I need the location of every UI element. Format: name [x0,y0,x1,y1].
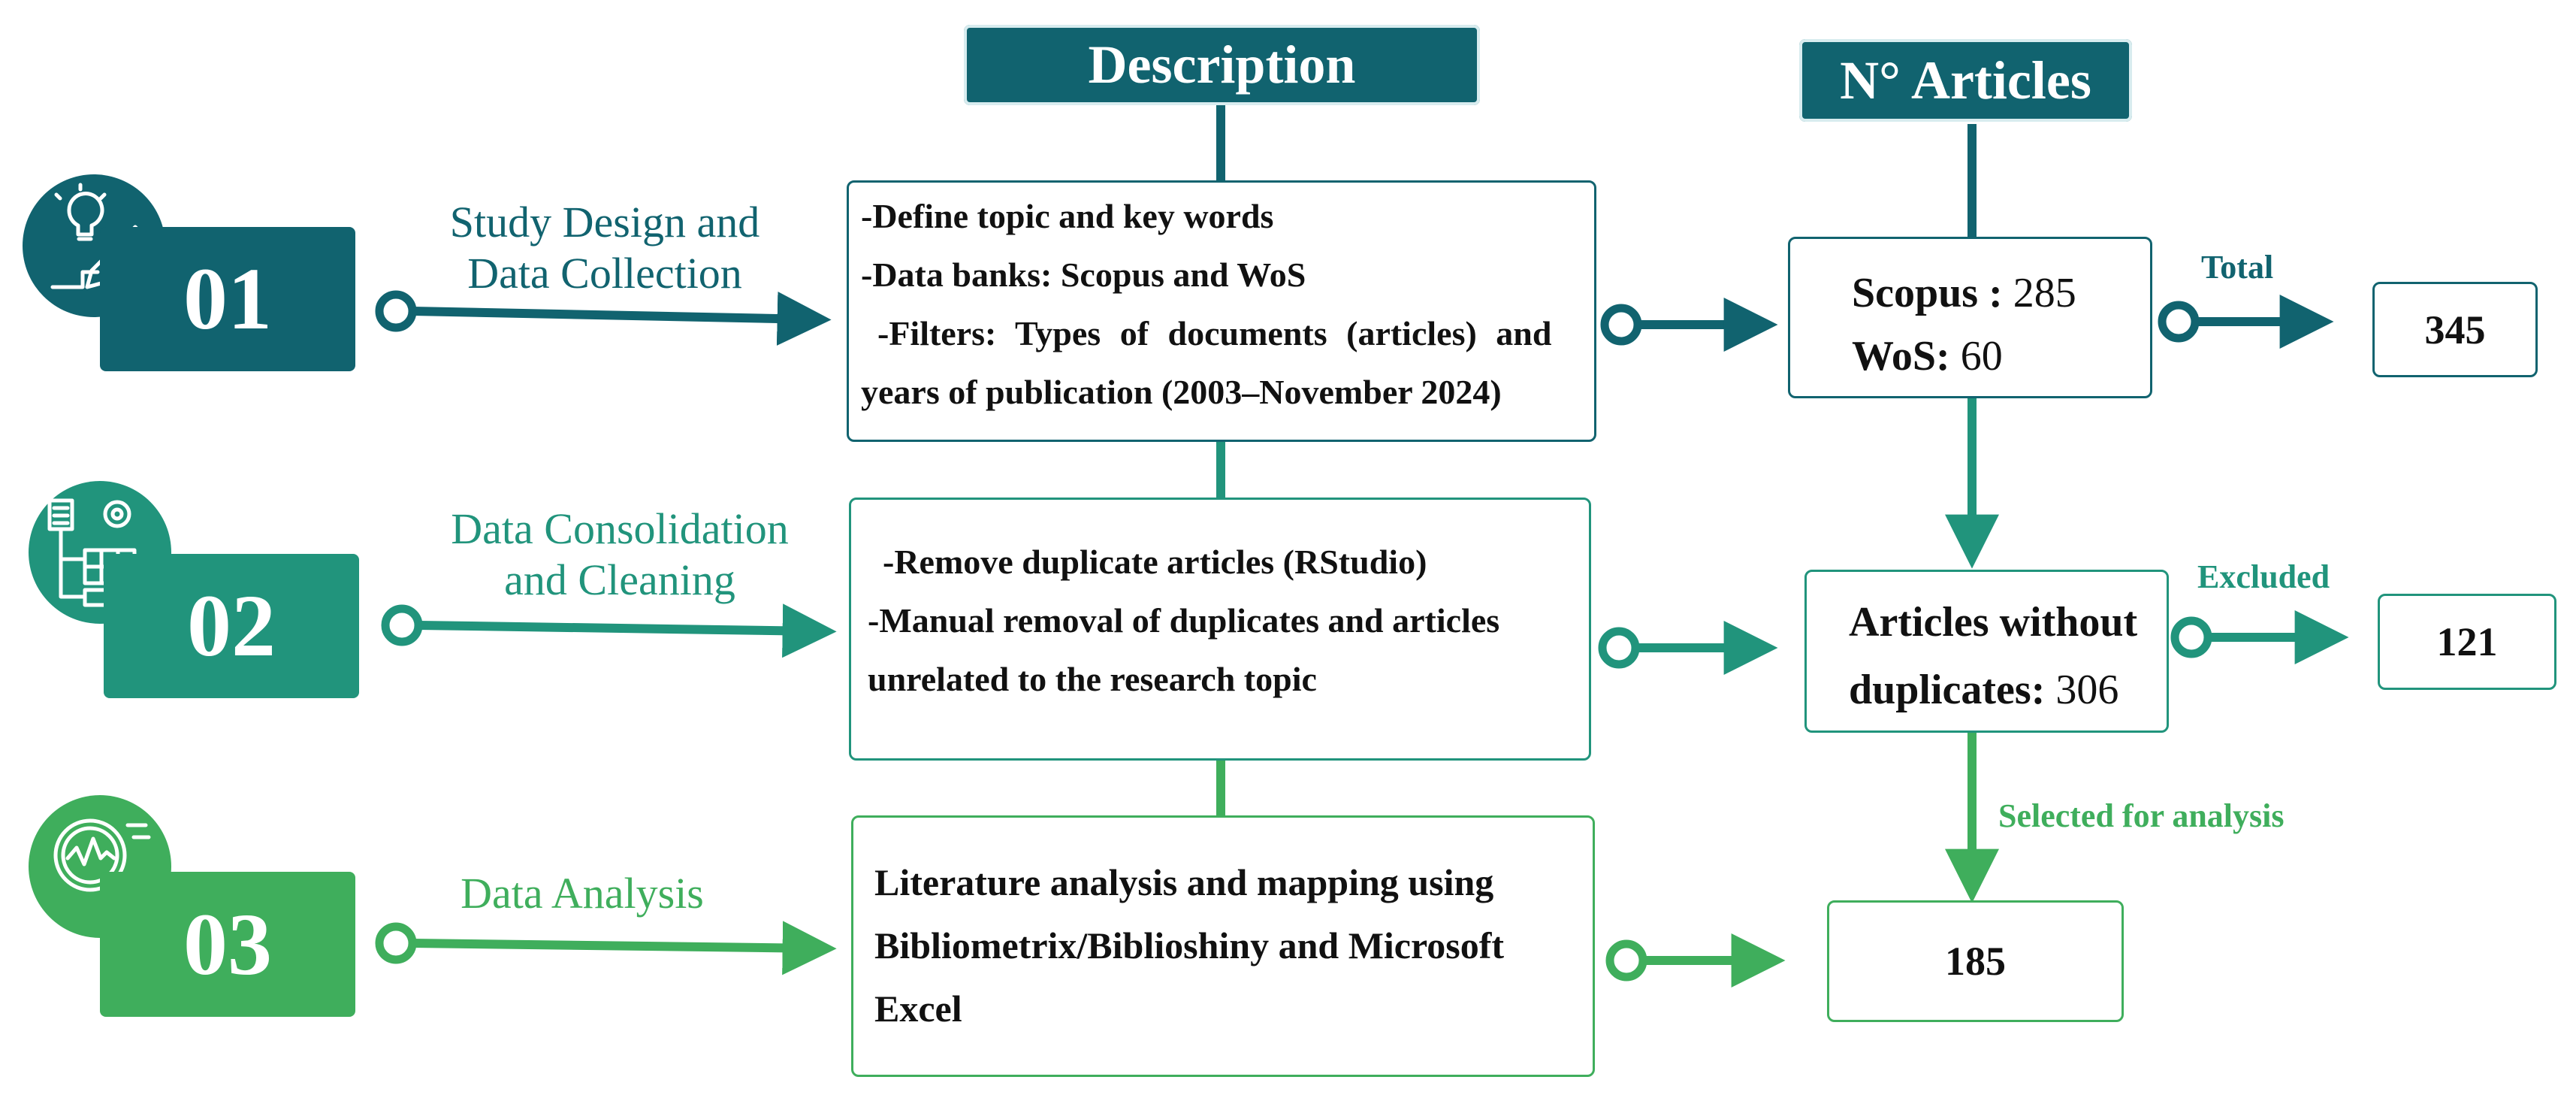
scopus-value: 285 [2013,270,2076,316]
excluded-value: 121 [2436,619,2498,664]
row2-desc-node [1598,627,1640,669]
row3-label-node [375,922,417,964]
row2-excluded-node [2170,616,2212,658]
step1-description-box: -Define topic and key words -Data banks:… [847,180,1596,442]
step2-label-line1: Data Consolidation [451,504,789,553]
step3-description-box: Literature analysis and mapping using Bi… [851,815,1595,1077]
step2-number: 02 [187,576,276,675]
dedup-label: duplicates: [1849,667,2046,713]
description-header: Description [964,25,1480,105]
articles-header: N° Articles [1799,39,2132,122]
articles-header-text: N° Articles [1840,50,2091,110]
step2-description-box: -Remove duplicate articles (RStudio) -Ma… [849,498,1591,761]
total-value: 345 [2424,307,2486,352]
step3-desc-line3: Excel [874,988,962,1030]
excluded-value-box: 121 [2378,594,2556,690]
selected-label: Selected for analysis [1998,797,2285,834]
dedup-line1: Articles without [1849,588,2167,656]
row1-total-node [2158,301,2200,343]
excluded-label: Excluded [2197,558,2330,595]
step1-desc-line2: -Data banks: Scopus and WoS [861,256,1306,294]
step3-label-line1: Data Analysis [461,869,704,918]
step1-number-box: 01 [100,227,355,371]
scopus-count-row: Scopus : 285 [1852,262,2150,325]
step1-desc-line4: years of publication (2003–November 2024… [861,373,1502,411]
wos-value: 60 [1960,333,2003,380]
dedup-box: Articles without duplicates: 306 [1804,570,2169,733]
scopus-label: Scopus : [1852,270,2003,316]
description-header-text: Description [1088,35,1356,95]
row1-desc-node [1600,304,1642,346]
step3-desc-line1: Literature analysis and mapping using [874,861,1494,903]
source-counts-box: Scopus : 285 WoS: 60 [1788,237,2152,398]
step2-number-box: 02 [104,554,359,698]
step1-label: Study Design and Data Collection [406,197,804,299]
row2-label-arrow [418,603,837,658]
step2-desc-line1: -Remove duplicate articles (RStudio) [883,543,1427,581]
wos-label: WoS: [1852,333,1950,380]
total-value-box: 345 [2372,282,2538,377]
step1-desc-line1: -Define topic and key words [861,197,1274,235]
step3-number-box: 03 [100,872,355,1017]
step3-desc-line2: Bibliometrix/Biblioshiny and Microsoft [874,924,1505,966]
row3-label-arrow [412,921,837,975]
selected-value: 185 [1945,939,2006,984]
row1-label-arrow [412,291,832,346]
selected-value-box: 185 [1827,900,2124,1022]
step2-label: Data Consolidation and Cleaning [409,504,830,606]
step2-desc-line3: unrelated to the research topic [868,660,1317,698]
step1-label-line2: Data Collection [467,249,742,298]
step3-number: 03 [183,894,272,994]
step2-desc-line2: -Manual removal of duplicates and articl… [868,601,1500,640]
dedup-line1-text: Articles without [1849,599,2138,646]
row2-label-node [381,604,423,646]
step1-number: 01 [183,250,272,348]
step1-label-line1: Study Design and [449,198,760,247]
dedup-line2: duplicates: 306 [1849,656,2167,724]
row3-desc-node [1605,939,1647,982]
wos-count-row: WoS: 60 [1852,325,2150,388]
dedup-value: 306 [2055,667,2119,713]
row1-label-node [375,290,417,332]
step3-label: Data Analysis [417,868,747,919]
step2-label-line2: and Cleaning [504,555,735,604]
total-label: Total [2201,249,2274,286]
step1-desc-line3: -Filters: Types of documents (articles) … [877,314,1552,352]
